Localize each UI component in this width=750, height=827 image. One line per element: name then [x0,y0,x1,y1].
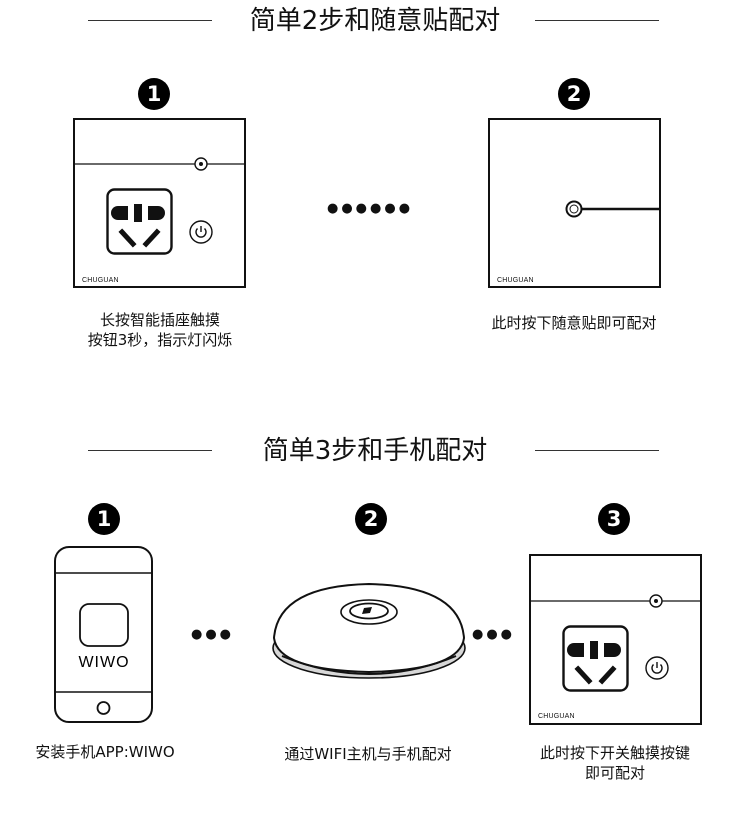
step1-caption-line2: 按钮3秒，指示灯闪烁 [87,331,233,349]
step-badge: 1 [138,78,170,110]
socket-icon [106,188,173,255]
section2-title: 简单3步和手机配对 [262,436,488,466]
smart-socket-panel: CHUGUAN [529,554,702,725]
app-name-label: WIWO [78,654,130,671]
dots-connector: ●●●●●● [327,201,414,216]
step1-caption-line1: 长按智能插座触摸 [99,311,220,329]
step2-caption: 此时按下随意贴即可配对 [491,314,657,332]
phone-icon [54,546,153,723]
title-rule-right [535,20,659,21]
step1-caption: 长按智能插座触摸 按钮3秒，指示灯闪烁 [60,310,260,350]
smart-socket-panel: CHUGUAN [73,118,246,288]
dots-connector: ●●● [472,627,516,642]
title-rule-left [88,450,212,451]
wifi-hub-icon [272,582,466,679]
brand-label: CHUGUAN [497,277,534,284]
step-badge: 2 [355,503,387,535]
step3-caption: 此时按下开关触摸按键 即可配对 [515,743,715,783]
step3-caption-line1: 此时按下开关触摸按键 [539,744,690,762]
step-badge: 2 [558,78,590,110]
power-icon[interactable] [189,220,215,246]
socket-icon [562,625,629,692]
sticker-switch-panel: CHUGUAN [488,118,661,288]
title-rule-right [535,450,659,451]
step1-caption: 安装手机APP:WIWO [35,743,175,761]
indicator-led-icon [565,200,661,218]
step-badge: 3 [598,503,630,535]
step2-caption: 通过WIFI主机与手机配对 [284,745,452,763]
power-icon[interactable] [645,656,671,682]
title-rule-left [88,20,212,21]
step-badge: 1 [88,503,120,535]
step3-caption-line2: 即可配对 [584,764,645,782]
brand-label: CHUGUAN [538,713,575,720]
section1-title: 简单2步和随意贴配对 [249,6,501,36]
dots-connector: ●●● [191,627,235,642]
brand-label: CHUGUAN [82,277,119,284]
indicator-led-icon [75,157,246,171]
indicator-led-icon [531,594,702,608]
